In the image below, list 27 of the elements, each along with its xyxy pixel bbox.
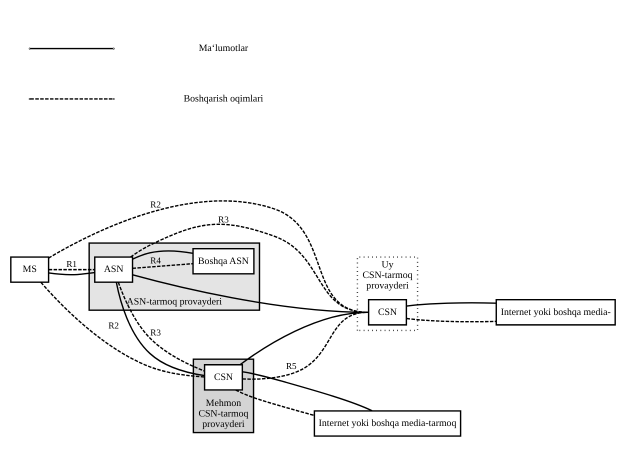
node-box: MS — [10, 256, 50, 282]
connector — [240, 311, 368, 365]
edge-label: R1 — [66, 258, 77, 269]
connector — [242, 370, 372, 411]
edge-label: R3 — [218, 214, 229, 224]
connector — [48, 271, 95, 275]
connector — [48, 268, 95, 270]
edge-label: R2 — [108, 320, 119, 330]
connector — [406, 317, 496, 322]
legend-label: Ma‘lumotlar — [198, 42, 248, 54]
node-box: Internet yoki boshqa media- — [496, 298, 616, 326]
edge-label: R4 — [150, 255, 161, 266]
edge-label: R3 — [150, 327, 161, 338]
connector — [132, 250, 194, 260]
connector — [132, 262, 194, 268]
node-box: ASN — [94, 256, 134, 282]
connector — [40, 281, 205, 378]
node-box: Boshqa ASN — [192, 247, 255, 274]
connector — [235, 388, 314, 416]
node-box: CSN — [368, 298, 408, 326]
node-box: CSN — [204, 364, 244, 390]
edge-label: R2 — [150, 199, 161, 210]
edge-label: R5 — [286, 360, 297, 371]
legend-label: Boshqarish oqimlari — [184, 93, 264, 104]
node-box: Internet yoki boshqa media-tarmoq — [314, 410, 462, 436]
connector — [48, 200, 368, 312]
connector — [406, 302, 496, 306]
